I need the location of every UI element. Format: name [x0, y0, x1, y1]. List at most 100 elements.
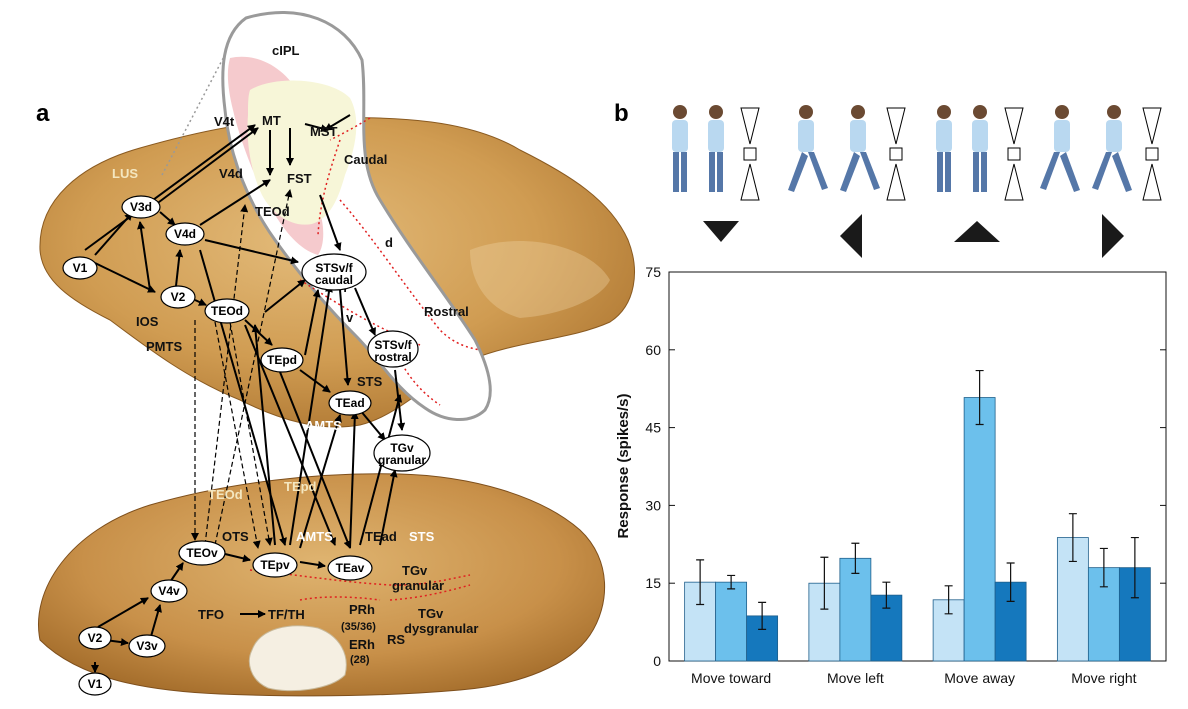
svg-text:TEav: TEav [336, 561, 365, 575]
svg-text:caudal: caudal [315, 273, 353, 287]
mt-cluster-region [247, 80, 357, 225]
walker-icon [708, 105, 724, 192]
bars [684, 369, 1151, 662]
lower-brain-white-matter [248, 625, 347, 692]
label-tgv-granular-lower: TGv [402, 563, 428, 578]
label-tgv-dys-sub: dysgranular [404, 621, 478, 636]
node-v2-upper: V2 [160, 285, 196, 309]
node-teov: TEOv [178, 540, 226, 566]
stimulus-right [1040, 105, 1162, 201]
label-tgv-granular-lower-sub: granular [392, 578, 444, 593]
bar [715, 581, 748, 662]
label-amts-lower: AMTS [296, 529, 333, 544]
walker-icon [788, 105, 828, 192]
svg-text:TGv: TGv [390, 441, 414, 455]
error-bar [1099, 547, 1108, 588]
x-tick-label: Move left [827, 670, 884, 686]
label-fst: FST [287, 171, 312, 186]
error-bar [758, 601, 767, 630]
panel-b-letter: b [614, 100, 629, 127]
arrow-left-icon [840, 214, 862, 258]
stimulus-row [672, 105, 1162, 201]
svg-text:TEpd: TEpd [267, 353, 297, 367]
label-ios: IOS [136, 314, 159, 329]
panel-b: b [614, 100, 1167, 686]
label-mst: MST [310, 124, 338, 139]
svg-text:V1: V1 [73, 261, 88, 275]
direction-arrows [703, 214, 1124, 258]
label-tfo: TFO [198, 607, 224, 622]
x-tick-label: Move right [1071, 670, 1136, 686]
panel-a-letter: a [36, 100, 50, 127]
dashed-connection-arrows [191, 189, 293, 549]
label-pmts: PMTS [146, 339, 182, 354]
error-bar [851, 542, 860, 574]
svg-text:V1: V1 [88, 677, 103, 691]
error-bar [975, 369, 984, 426]
label-prh: PRh [349, 602, 375, 617]
y-tick-label: 45 [645, 420, 661, 436]
node-v4d: V4d [165, 222, 205, 246]
label-mt: MT [262, 113, 281, 128]
node-tead: TEad [328, 390, 372, 416]
bowtie-icon [1142, 107, 1162, 201]
label-lus: LUS [112, 166, 138, 181]
label-sts-lower: STS [409, 529, 435, 544]
label-prh-sub: (35/36) [341, 621, 376, 633]
walker-icon [840, 105, 880, 192]
label-v: v [346, 310, 354, 325]
stimulus-toward [672, 105, 760, 201]
svg-text:TEad: TEad [335, 396, 364, 410]
boundary-mst [329, 117, 371, 141]
svg-text:granular: granular [378, 453, 426, 467]
arrow-right-icon [1102, 214, 1124, 258]
svg-text:STSv/f: STSv/f [315, 261, 353, 275]
label-teod-lower: TEOd [208, 487, 243, 502]
node-v3v: V3v [128, 634, 166, 658]
panel-a: a [36, 10, 635, 697]
label-tgv-dys: TGv [418, 606, 444, 621]
error-bar [820, 556, 829, 610]
svg-text:STSv/f: STSv/f [374, 338, 412, 352]
x-tick-label: Move toward [691, 670, 771, 686]
error-bar [1006, 562, 1015, 602]
label-erh: ERh [349, 637, 375, 652]
svg-text:V2: V2 [88, 631, 103, 645]
walker-icon [672, 105, 688, 192]
node-v3d: V3d [121, 195, 161, 219]
plot-frame [668, 271, 1167, 662]
y-tick-label: 75 [645, 264, 661, 280]
svg-text:V2: V2 [171, 290, 186, 304]
bowtie-icon [1004, 107, 1024, 201]
label-tead-lower: TEad [365, 529, 397, 544]
error-bar [882, 581, 891, 609]
svg-text:V3d: V3d [130, 200, 152, 214]
walker-icon [1040, 105, 1080, 192]
y-tick-label: 60 [645, 342, 661, 358]
label-cipl: cIPL [272, 43, 300, 58]
bowtie-icon [740, 107, 760, 201]
boundary-lower-1 [249, 569, 471, 586]
y-tick-label: 15 [645, 575, 661, 591]
boundary-ventral [299, 279, 421, 346]
node-v2-lower: V2 [78, 626, 112, 650]
label-tfth: TF/TH [268, 607, 305, 622]
node-tepv: TEpv [252, 552, 298, 578]
node-tepd: TEpd [260, 347, 304, 373]
bar [963, 397, 996, 662]
label-erh-sub: (28) [350, 654, 370, 666]
walker-icon [1092, 105, 1132, 192]
node-tgv-granular: TGv granular [373, 434, 431, 472]
svg-text:V4v: V4v [158, 584, 180, 598]
arrow-up-icon [954, 221, 1000, 242]
node-teav: TEav [327, 555, 373, 581]
svg-text:TEOd: TEOd [211, 304, 243, 318]
node-teod: TEOd [204, 298, 250, 324]
svg-text:V4d: V4d [174, 227, 196, 241]
label-d: d [385, 235, 393, 250]
error-bar [944, 585, 953, 615]
